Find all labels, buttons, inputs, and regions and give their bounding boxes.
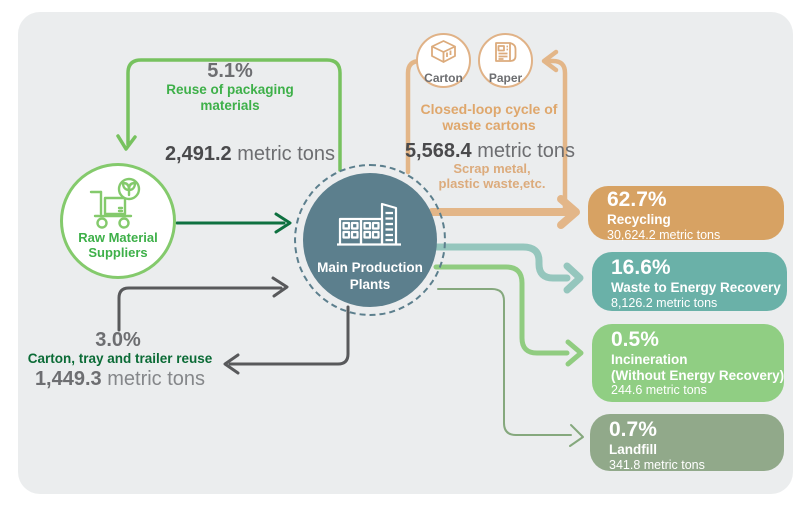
incineration-tons: 244.6 metric tons xyxy=(611,383,707,397)
paper-label: Paper xyxy=(488,71,523,85)
recycling-output-box: 62.7% Recycling 30,624.2 metric tons xyxy=(588,186,784,242)
raw-material-suppliers-node: Raw Material Suppliers xyxy=(60,163,176,279)
right-arrowhead-icon xyxy=(565,339,584,367)
energy-recovery-label: Waste to Energy Recovery xyxy=(611,280,781,295)
recycling-percent: 62.7% xyxy=(607,188,667,211)
landfill-tons: 341.8 metric tons xyxy=(609,457,705,472)
left-arrowhead-icon xyxy=(541,49,559,73)
right-arrowhead-icon xyxy=(569,424,584,447)
left-arrowhead-icon xyxy=(223,353,240,375)
paper-node: Paper xyxy=(478,33,533,88)
incineration-percent: 0.5% xyxy=(611,328,659,351)
reuse-packaging-percent: 5.1% xyxy=(207,60,253,82)
carton-reuse-tons: 1,449.3 metric tons xyxy=(34,368,206,390)
carton-reuse-percent: 3.0% xyxy=(95,329,141,351)
carton-box-icon xyxy=(431,40,456,63)
incineration-label: Incineration(Without Energy Recovery) xyxy=(611,352,785,383)
paper-news-icon xyxy=(495,42,517,62)
energy-recovery-percent: 16.6% xyxy=(611,256,671,279)
recycling-tons: 30,624.2 metric tons xyxy=(607,227,721,242)
supply-cart-icon xyxy=(89,177,141,229)
energy-recovery-arrow xyxy=(430,243,584,294)
carton-reuse-label: Carton, tray and trailer reuse xyxy=(27,351,213,366)
energy-recovery-tons: 8,126.2 metric tons xyxy=(611,295,718,310)
plants-dashed-ring xyxy=(294,164,446,316)
closed-loop-label: Closed-loop cycle of waste cartons xyxy=(420,101,558,133)
closed-loop-note: Scrap metal, plastic waste,etc. xyxy=(438,161,546,191)
carton-node: Carton xyxy=(416,33,471,88)
landfill-output-box: 0.7% Landfill 341.8 metric tons xyxy=(590,414,784,472)
incineration-arrow xyxy=(433,264,584,367)
reuse-packaging-loop-line xyxy=(116,58,342,172)
closed-loop-tons: 5,568.4 metric tons xyxy=(404,140,576,162)
reuse-packaging-tons: 2,491.2 metric tons xyxy=(164,143,336,165)
reuse-packaging-callout: 5.1% Reuse of packaging materials xyxy=(130,60,330,114)
main-production-plants-node: Main Production Plants xyxy=(303,173,437,307)
raw-material-suppliers-label: Raw Material Suppliers xyxy=(78,230,158,260)
factory-buildings-icon xyxy=(337,202,401,246)
carton-reuse-loop-lines xyxy=(117,276,350,375)
incineration-output-box: 0.5% Incineration(Without Energy Recover… xyxy=(592,324,784,402)
supplier-to-plants-arrow xyxy=(175,212,292,234)
energy-recovery-output-box: 16.6% Waste to Energy Recovery 8,126.2 m… xyxy=(592,252,787,311)
carton-label: Carton xyxy=(424,71,463,85)
right-arrowhead-icon xyxy=(563,262,584,294)
reuse-packaging-label: Reuse of packaging materials xyxy=(166,82,294,113)
landfill-arrow xyxy=(437,288,584,447)
landfill-label: Landfill xyxy=(609,442,657,457)
recycling-label: Recycling xyxy=(607,212,671,227)
closed-loop-lines xyxy=(405,49,580,229)
right-arrowhead-icon xyxy=(274,212,292,234)
right-arrowhead-icon xyxy=(271,276,289,298)
landfill-percent: 0.7% xyxy=(609,418,657,441)
down-arrowhead-icon xyxy=(116,134,137,151)
main-production-plants-label: Main Production Plants xyxy=(317,260,423,292)
